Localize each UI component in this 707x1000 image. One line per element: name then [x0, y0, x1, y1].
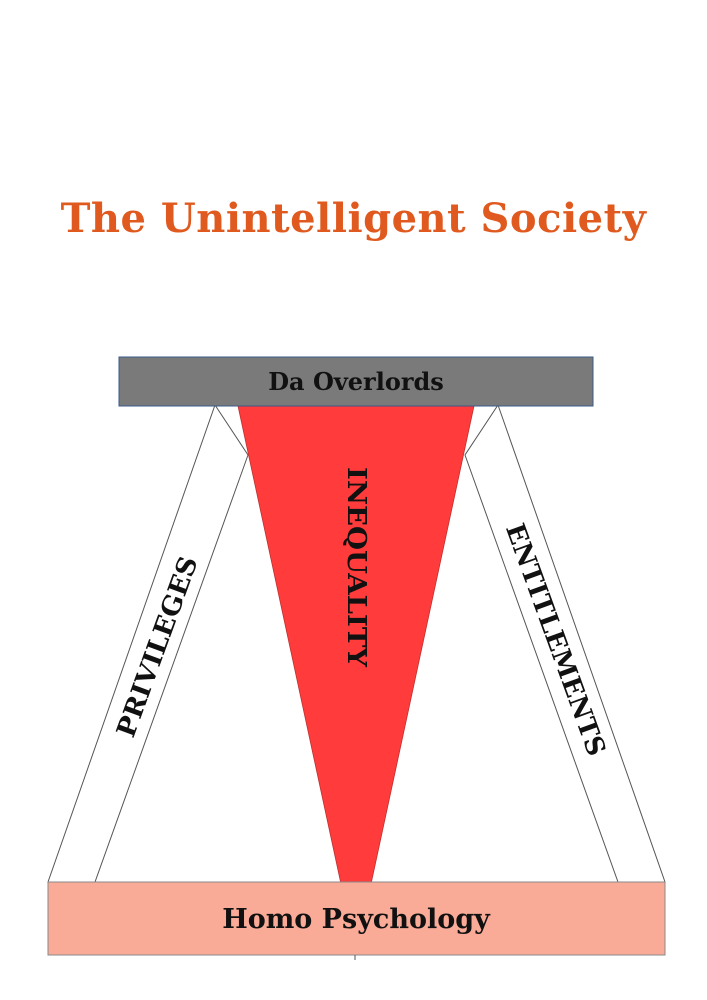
homo-psychology-block — [47, 881, 666, 956]
entitlements-label: ENTITLEMENTS — [499, 520, 611, 760]
inequality-label: INEQUALITY — [341, 467, 371, 667]
overlords-block — [118, 356, 594, 407]
homo-psychology-label: Homo Psychology — [222, 904, 491, 935]
diagram-title: The Unintelligent Society — [60, 195, 647, 242]
overlords-label: Da Overlords — [268, 367, 444, 396]
